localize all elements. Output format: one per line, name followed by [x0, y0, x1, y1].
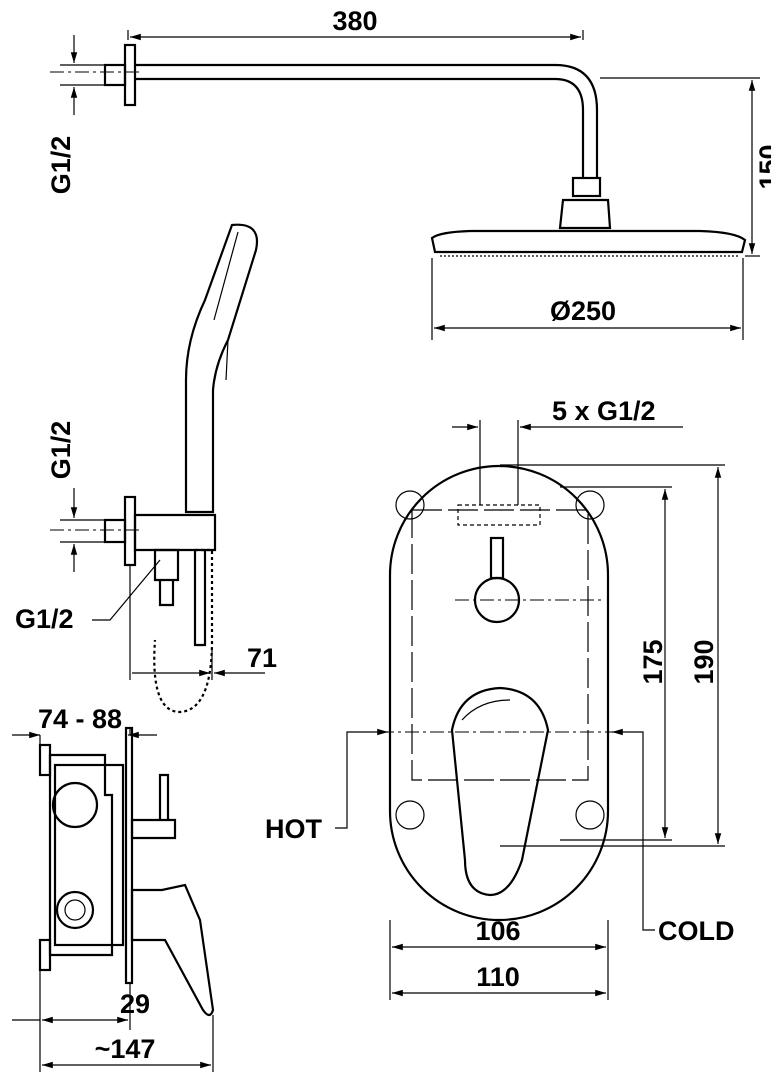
cold-label: COLD	[658, 916, 735, 946]
dim-total-depth: ~147	[95, 1034, 156, 1064]
dim-arm-thread: G1/2	[46, 136, 76, 195]
dim-head-height: 150	[754, 144, 771, 189]
dim-inner-width: 106	[475, 916, 520, 946]
hot-label: HOT	[265, 814, 323, 844]
dim-plate-offset: 29	[120, 989, 150, 1019]
valve-side-view	[38, 726, 215, 1017]
valve-front-view	[388, 464, 610, 922]
dim-hose-offset: 71	[247, 643, 277, 673]
dim-depth-range: 74 - 88	[38, 704, 122, 734]
dim-outer-height: 190	[689, 639, 719, 684]
dim-inner-height: 175	[638, 639, 668, 684]
dim-outer-width: 110	[476, 962, 520, 992]
dim-arm-length: 380	[332, 6, 377, 36]
dim-outlet-thread: G1/2	[15, 604, 74, 634]
overhead-shower	[103, 43, 747, 257]
hand-shower	[103, 223, 259, 714]
dim-hand-thread: G1/2	[46, 421, 76, 480]
dim-head-diameter: Ø250	[550, 296, 616, 326]
dim-valve-outlets: 5 x G1/2	[552, 396, 656, 426]
